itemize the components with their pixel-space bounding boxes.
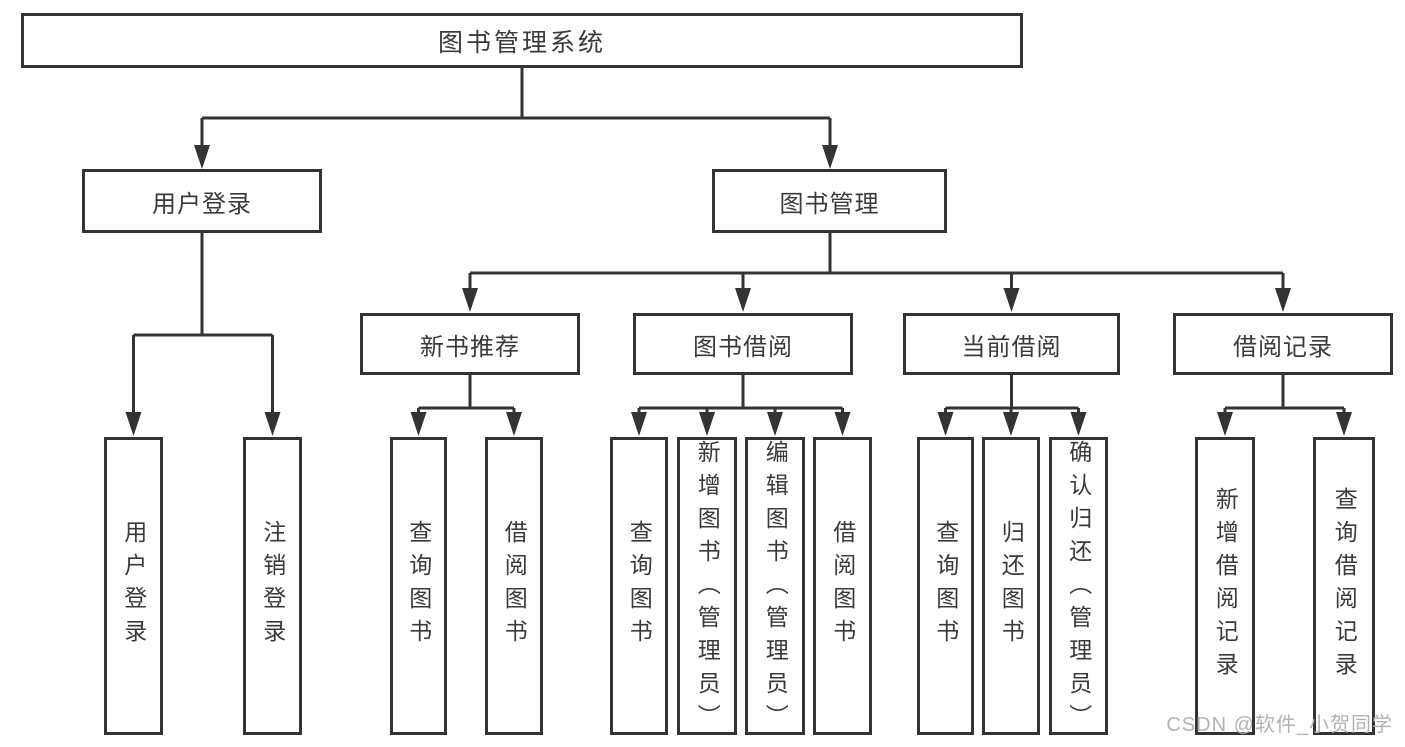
- node-new-book-recommend-label: 新书推荐: [420, 333, 520, 361]
- node-book-management-label: 图书管理: [779, 190, 880, 218]
- leaf-query-books-current-label: 查询图书: [932, 520, 959, 652]
- node-current-borrow: 当前借阅: [903, 313, 1120, 375]
- leaf-user-login: 用户登录: [104, 437, 163, 735]
- leaf-query-books-recommend: 查询图书: [390, 437, 447, 735]
- leaf-confirm-return-admin-label: 确认归还（管理员）: [1065, 440, 1092, 737]
- leaf-query-borrow-record-label: 查询借阅记录: [1331, 487, 1358, 685]
- node-library-management-system: 图书管理系统: [21, 13, 1023, 68]
- leaf-query-borrow-record: 查询借阅记录: [1313, 437, 1375, 735]
- leaf-query-books-recommend-label: 查询图书: [405, 520, 432, 652]
- leaf-query-books-current: 查询图书: [917, 437, 974, 735]
- node-book-borrow-label: 图书借阅: [693, 333, 793, 361]
- node-user-login-label: 用户登录: [152, 190, 252, 218]
- node-library-management-system-label: 图书管理系统: [437, 28, 606, 57]
- leaf-add-book-admin-label: 新增图书（管理员）: [694, 440, 721, 737]
- leaf-query-books-borrow: 查询图书: [610, 437, 668, 735]
- leaf-confirm-return-admin: 确认归还（管理员）: [1049, 437, 1108, 737]
- node-current-borrow-label: 当前借阅: [961, 333, 1062, 361]
- leaf-return-books: 归还图书: [982, 437, 1040, 735]
- node-borrow-records-label: 借阅记录: [1233, 333, 1333, 361]
- node-book-borrow: 图书借阅: [633, 313, 853, 375]
- node-new-book-recommend: 新书推荐: [360, 313, 580, 375]
- node-book-management: 图书管理: [712, 169, 947, 233]
- leaf-add-borrow-record-label: 新增借阅记录: [1212, 487, 1239, 685]
- leaf-logout: 注销登录: [243, 437, 302, 735]
- leaf-borrow-books-label: 借阅图书: [829, 520, 856, 652]
- leaf-borrow-books-recommend-label: 借阅图书: [501, 520, 528, 652]
- node-borrow-records: 借阅记录: [1173, 313, 1393, 375]
- leaf-edit-book-admin-label: 编辑图书（管理员）: [762, 440, 789, 737]
- leaf-borrow-books: 借阅图书: [813, 437, 872, 735]
- leaf-return-books-label: 归还图书: [998, 520, 1025, 652]
- arrowheads: [125, 145, 1352, 436]
- leaf-edit-book-admin: 编辑图书（管理员）: [745, 437, 805, 737]
- csdn-watermark: CSDN @软件_小贺同学: [1166, 714, 1393, 736]
- node-user-login: 用户登录: [82, 169, 322, 233]
- leaf-query-books-borrow-label: 查询图书: [626, 520, 653, 652]
- leaf-user-login-label: 用户登录: [120, 520, 147, 652]
- leaf-logout-label: 注销登录: [259, 520, 286, 652]
- leaf-add-book-admin: 新增图书（管理员）: [677, 437, 737, 737]
- leaf-borrow-books-recommend: 借阅图书: [485, 437, 543, 735]
- leaf-add-borrow-record: 新增借阅记录: [1195, 437, 1255, 735]
